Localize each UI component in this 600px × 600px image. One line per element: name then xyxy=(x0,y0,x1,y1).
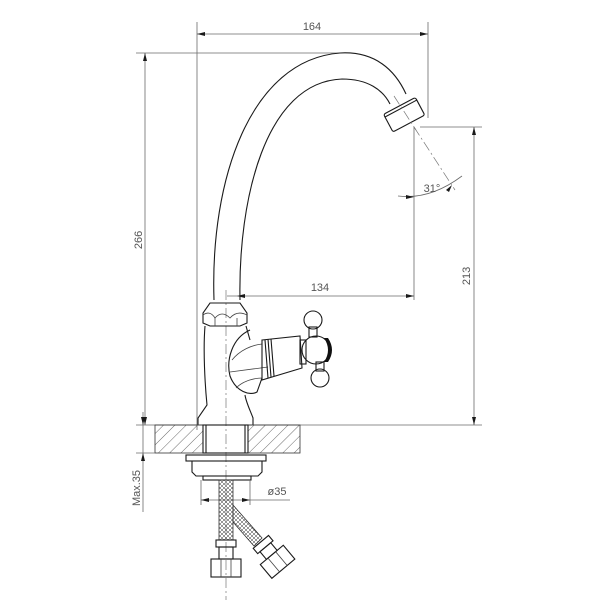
dimension-spout-height: 213 xyxy=(300,126,482,426)
dimension-spout-reach: 134 xyxy=(227,127,415,300)
dimension-label-134: 134 xyxy=(311,282,329,294)
dimension-overall-height: 266 xyxy=(133,52,340,425)
dimension-label-31deg: 31° xyxy=(424,183,441,195)
dimension-overall-width: 164 xyxy=(196,21,429,430)
dimension-mount-hole-diameter: ø35 xyxy=(200,480,290,505)
countertop-section xyxy=(136,424,301,454)
dimension-label-213: 213 xyxy=(461,267,473,285)
aerator xyxy=(383,97,425,132)
faucet-body xyxy=(197,302,332,426)
spout xyxy=(213,52,425,301)
dimension-label-164: 164 xyxy=(303,21,321,33)
dimension-mount-thickness: Max.35 xyxy=(131,412,155,512)
supply-hoses xyxy=(210,479,296,580)
dimension-label-max35: Max.35 xyxy=(131,470,143,506)
dimension-label-d35: ø35 xyxy=(268,486,287,498)
dimension-spout-angle: 31° xyxy=(397,126,463,199)
dimension-label-266: 266 xyxy=(133,231,145,249)
